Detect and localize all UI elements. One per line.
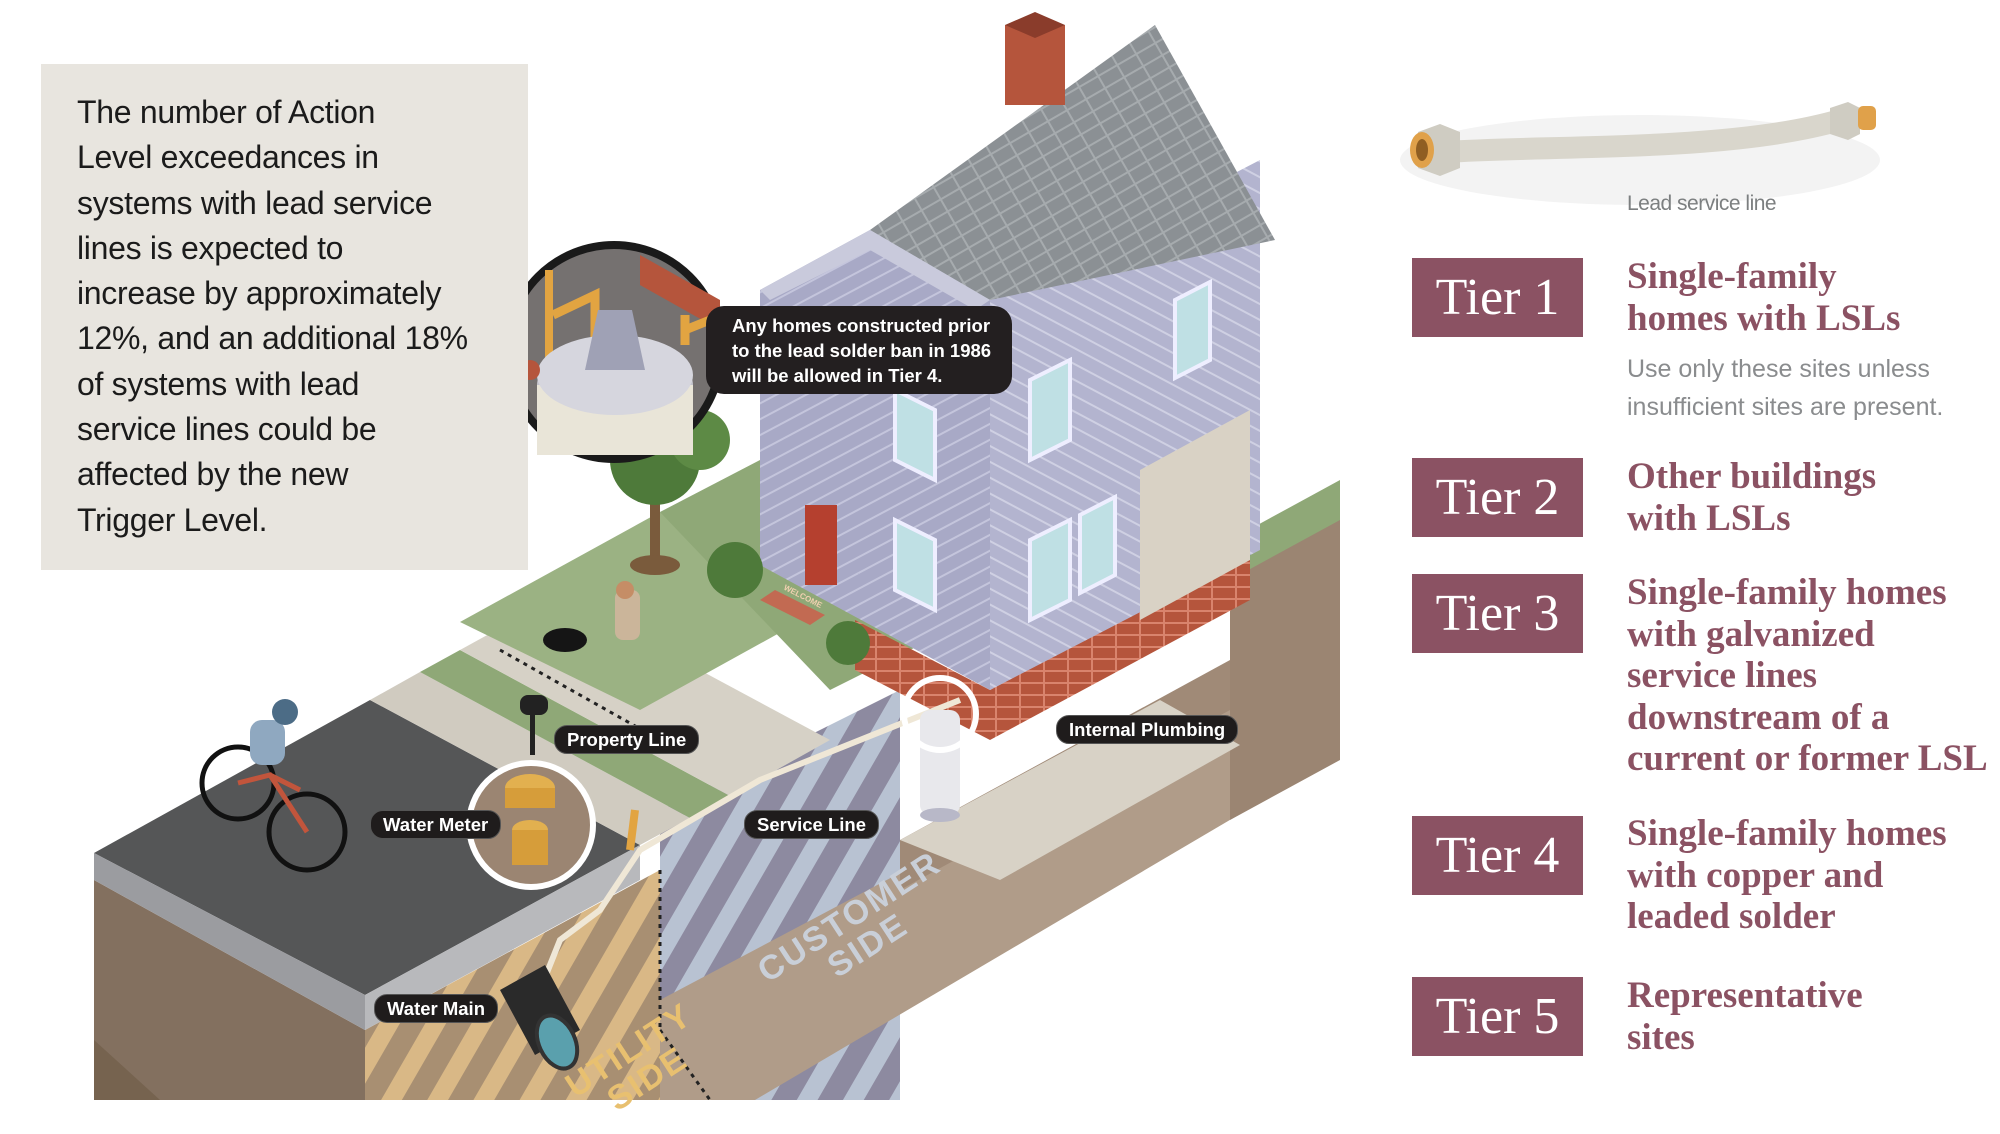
tier-1-note: Use only these sites unless insufficient…: [1627, 350, 1943, 426]
tier-desc-line: Single-family homes: [1627, 813, 1947, 854]
tier-2-badge: Tier 2: [1412, 458, 1583, 537]
lead-service-line-pipe-image: [1400, 102, 1880, 205]
lead-solder-callout: Any homes constructed prior to the lead …: [706, 306, 1012, 394]
water-meter-label: Water Meter: [370, 810, 502, 839]
service-line-pipe: [537, 697, 962, 992]
intro-text-line: lines is expected to: [77, 229, 344, 266]
intro-text-line: The number of Action: [77, 94, 376, 130]
tier-desc-line: leaded solder: [1627, 896, 1836, 937]
front-door: [805, 505, 837, 585]
bush: [707, 542, 763, 598]
tier-2-description: Other buildings with LSLs: [1627, 456, 1876, 539]
water-heater-inset-ring: [901, 675, 979, 753]
tier-5-badge: Tier 5: [1412, 977, 1583, 1056]
chimney: [1005, 25, 1065, 105]
tier-desc-line: Single-family homes: [1627, 572, 1947, 613]
tier-desc-line: Single-family: [1627, 256, 1837, 297]
sidewalk: [370, 672, 690, 845]
callout-line: will be allowed in Tier 4.: [732, 365, 943, 386]
water-main-pipe: [500, 965, 580, 1071]
tier-4-badge: Tier 4: [1412, 816, 1583, 895]
cyclist: [199, 699, 348, 873]
tier-desc-line: with copper and: [1627, 854, 1884, 896]
intro-text-line: of systems with lead: [77, 365, 360, 402]
tier-note-line: Use only these sites unless: [1627, 355, 1930, 383]
bush: [826, 621, 870, 665]
intro-text-line: Level exceedances in: [77, 139, 379, 176]
intro-text-line: systems with lead service: [77, 184, 433, 221]
water-meter-inset: [466, 760, 596, 890]
tier-note-line: insufficient sites are present.: [1627, 393, 1944, 421]
tier-desc-line: with galvanized: [1627, 613, 1875, 655]
tier-desc-line: with LSLs: [1627, 497, 1791, 539]
tier-1-description: Single-family homes with LSLs: [1627, 256, 1900, 339]
water-heater: [920, 710, 960, 822]
property-line-label: Property Line: [554, 725, 700, 754]
intro-text-panel: The number of Action Level exceedances i…: [41, 64, 528, 570]
intro-text-line: 12%, and an additional 18%: [77, 320, 468, 357]
tier-desc-line: current or former LSL: [1627, 738, 1988, 779]
water-main-label: Water Main: [374, 994, 498, 1023]
tier-desc-line: downstream of a: [1627, 696, 1890, 738]
tier-desc-line: sites: [1627, 1016, 1695, 1058]
callout-line: Any homes constructed prior: [732, 315, 991, 336]
tier-3-badge: Tier 3: [1412, 574, 1583, 653]
service-line-label: Service Line: [744, 810, 880, 839]
callout-line: to the lead solder ban in 1986: [732, 340, 992, 361]
tier-4-description: Single-family homes with copper and lead…: [1627, 813, 1947, 938]
tier-desc-line: service lines: [1627, 655, 1818, 696]
tier-desc-line: Other buildings: [1627, 456, 1877, 497]
intro-text-line: service lines could be: [77, 411, 377, 448]
water-heater-detail-inset: [503, 241, 725, 463]
dog: [543, 628, 587, 652]
internal-plumbing-label: Internal Plumbing: [1056, 715, 1239, 744]
intro-text-line: increase by approximately: [77, 275, 442, 312]
intro-text-line: Trigger Level.: [77, 501, 268, 538]
tier-1-badge: Tier 1: [1412, 258, 1583, 337]
lead-service-line-caption: Lead service line: [1627, 192, 1777, 215]
tier-5-description: Representative sites: [1627, 975, 1863, 1058]
intro-text-line: affected by the new: [77, 456, 349, 493]
basement-floor: [900, 700, 1240, 880]
person: [615, 590, 640, 640]
tier-desc-line: homes with LSLs: [1627, 297, 1901, 339]
welcome-mat: [760, 590, 825, 625]
tier-desc-line: Representative: [1627, 975, 1863, 1016]
mailbox: [520, 695, 548, 715]
tier-3-description: Single-family homes with galvanized serv…: [1627, 572, 1988, 780]
